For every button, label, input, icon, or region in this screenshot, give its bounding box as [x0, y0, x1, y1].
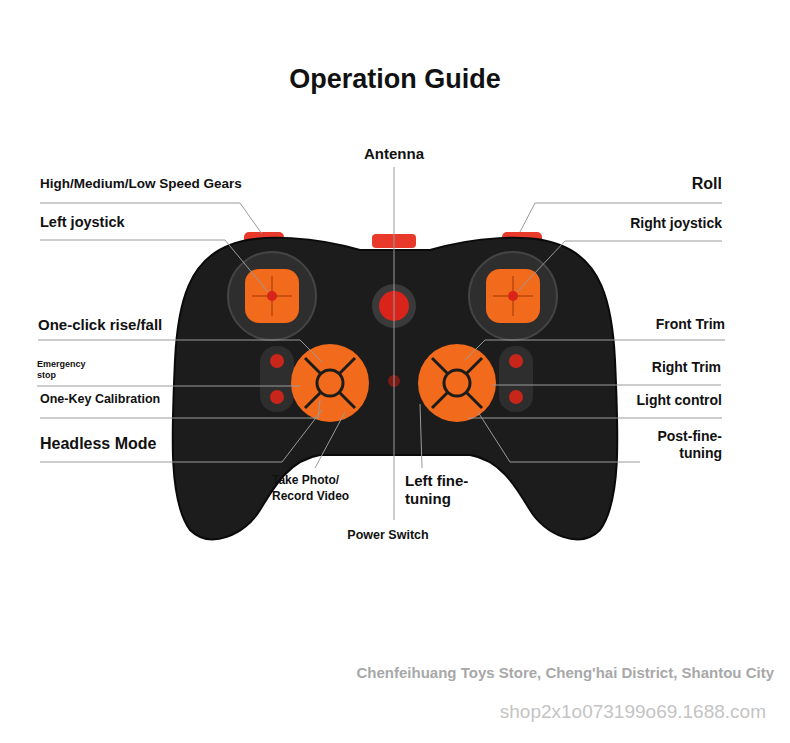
- controller-part: [267, 291, 277, 301]
- right-trim-label: Right Trim: [652, 359, 721, 376]
- controller-part: [432, 358, 482, 408]
- emergency-stop-label: Emergency stop: [37, 359, 95, 381]
- controller-part: [315, 412, 345, 468]
- controller-part: [38, 340, 322, 362]
- controller-part: [486, 269, 540, 323]
- controller-part: [305, 358, 355, 408]
- controller-part: [260, 346, 294, 412]
- controller-part: [517, 241, 722, 292]
- controller-part: [40, 203, 262, 234]
- controller-part: [509, 354, 523, 368]
- controller-part: [270, 354, 284, 368]
- controller-part: [520, 203, 722, 232]
- controller-part: [291, 344, 369, 422]
- controller-part: [432, 358, 482, 408]
- controller-part: [173, 238, 618, 540]
- controller-part: [478, 412, 640, 462]
- rise-fall-label: One-click rise/fall: [38, 316, 162, 334]
- controller-part: [305, 358, 355, 408]
- controller-part: [394, 167, 395, 520]
- controller-part: [469, 252, 557, 340]
- leader-lines: [37, 167, 725, 520]
- controller-part: [509, 390, 523, 404]
- headless-mode-label: Headless Mode: [40, 434, 156, 453]
- controller-part: [465, 340, 725, 360]
- controller-part: [444, 370, 470, 396]
- left-joystick-label: Left joystick: [40, 214, 125, 231]
- calibration-label: One-Key Calibration: [40, 392, 160, 407]
- controller-part: [508, 291, 518, 301]
- controller-part: [228, 252, 316, 340]
- controller-part: [245, 269, 299, 323]
- controller-part: [420, 404, 422, 468]
- photo-video-label: Take Photo/ Record Video: [272, 472, 368, 504]
- controller-part: [468, 418, 722, 419]
- front-trim-label: Front Trim: [656, 316, 725, 333]
- url-watermark: shop2x1o073199o69.1688.com: [500, 700, 766, 723]
- speed-gears-label: High/Medium/Low Speed Gears: [40, 176, 242, 192]
- controller-part: [418, 344, 496, 422]
- light-control-label: Light control: [636, 392, 722, 409]
- controller-part: [499, 346, 533, 412]
- store-watermark: Chenfeihuang Toys Store, Cheng'hai Distr…: [357, 664, 775, 682]
- controller-part: [492, 385, 721, 386]
- controller-part: [317, 370, 343, 396]
- post-fine-tuning-label: Post-fine- tuning: [638, 428, 722, 462]
- diagram-title: Operation Guide: [0, 64, 790, 95]
- power-switch-label: Power Switch: [347, 528, 428, 543]
- controller-part: [40, 240, 268, 292]
- controller-part: [40, 410, 322, 462]
- left-fine-tuning-label: Left fine- tuning: [405, 472, 493, 508]
- right-joystick-label: Right joystick: [630, 215, 722, 232]
- controller-part: [270, 390, 284, 404]
- roll-label: Roll: [692, 174, 722, 193]
- controller-part: [37, 386, 300, 387]
- antenna-label: Antenna: [364, 145, 424, 163]
